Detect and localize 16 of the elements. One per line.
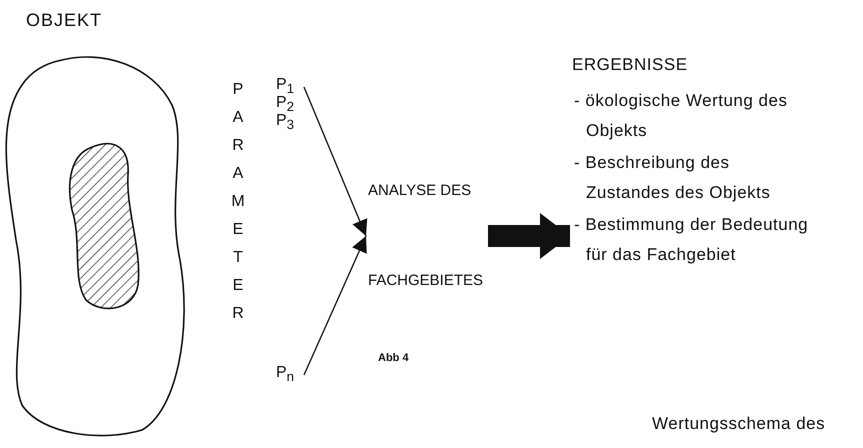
vertical-label: PARAMETER bbox=[230, 80, 246, 324]
results-heading: ERGEBNISSE bbox=[572, 54, 689, 76]
result-item: - ökologische Wertung des Objekts bbox=[573, 90, 788, 142]
parameter-symbol: P$_{n}$ bbox=[276, 364, 294, 384]
arrow bbox=[303, 86, 368, 236]
caption: Wertungsschema des bbox=[652, 414, 826, 434]
result-item: - Beschreibung des Zustandes des Objekts bbox=[573, 152, 772, 204]
parameter-symbol: P$_{1}$ bbox=[276, 76, 294, 96]
figure-number: Abb 4 bbox=[378, 352, 409, 364]
parameter-symbol: P$_{2}$ bbox=[276, 94, 294, 114]
arrow bbox=[303, 236, 367, 376]
object-heading: OBJEKT bbox=[26, 10, 102, 31]
block-arrow bbox=[488, 213, 570, 259]
result-item: - Bestimmung der Bedeutung für das Fachgebiet bbox=[573, 214, 810, 266]
parameter-symbol: P$_{3}$ bbox=[276, 112, 294, 132]
process-label: ANALYSE DES FACHGEBIETES bbox=[368, 181, 484, 291]
